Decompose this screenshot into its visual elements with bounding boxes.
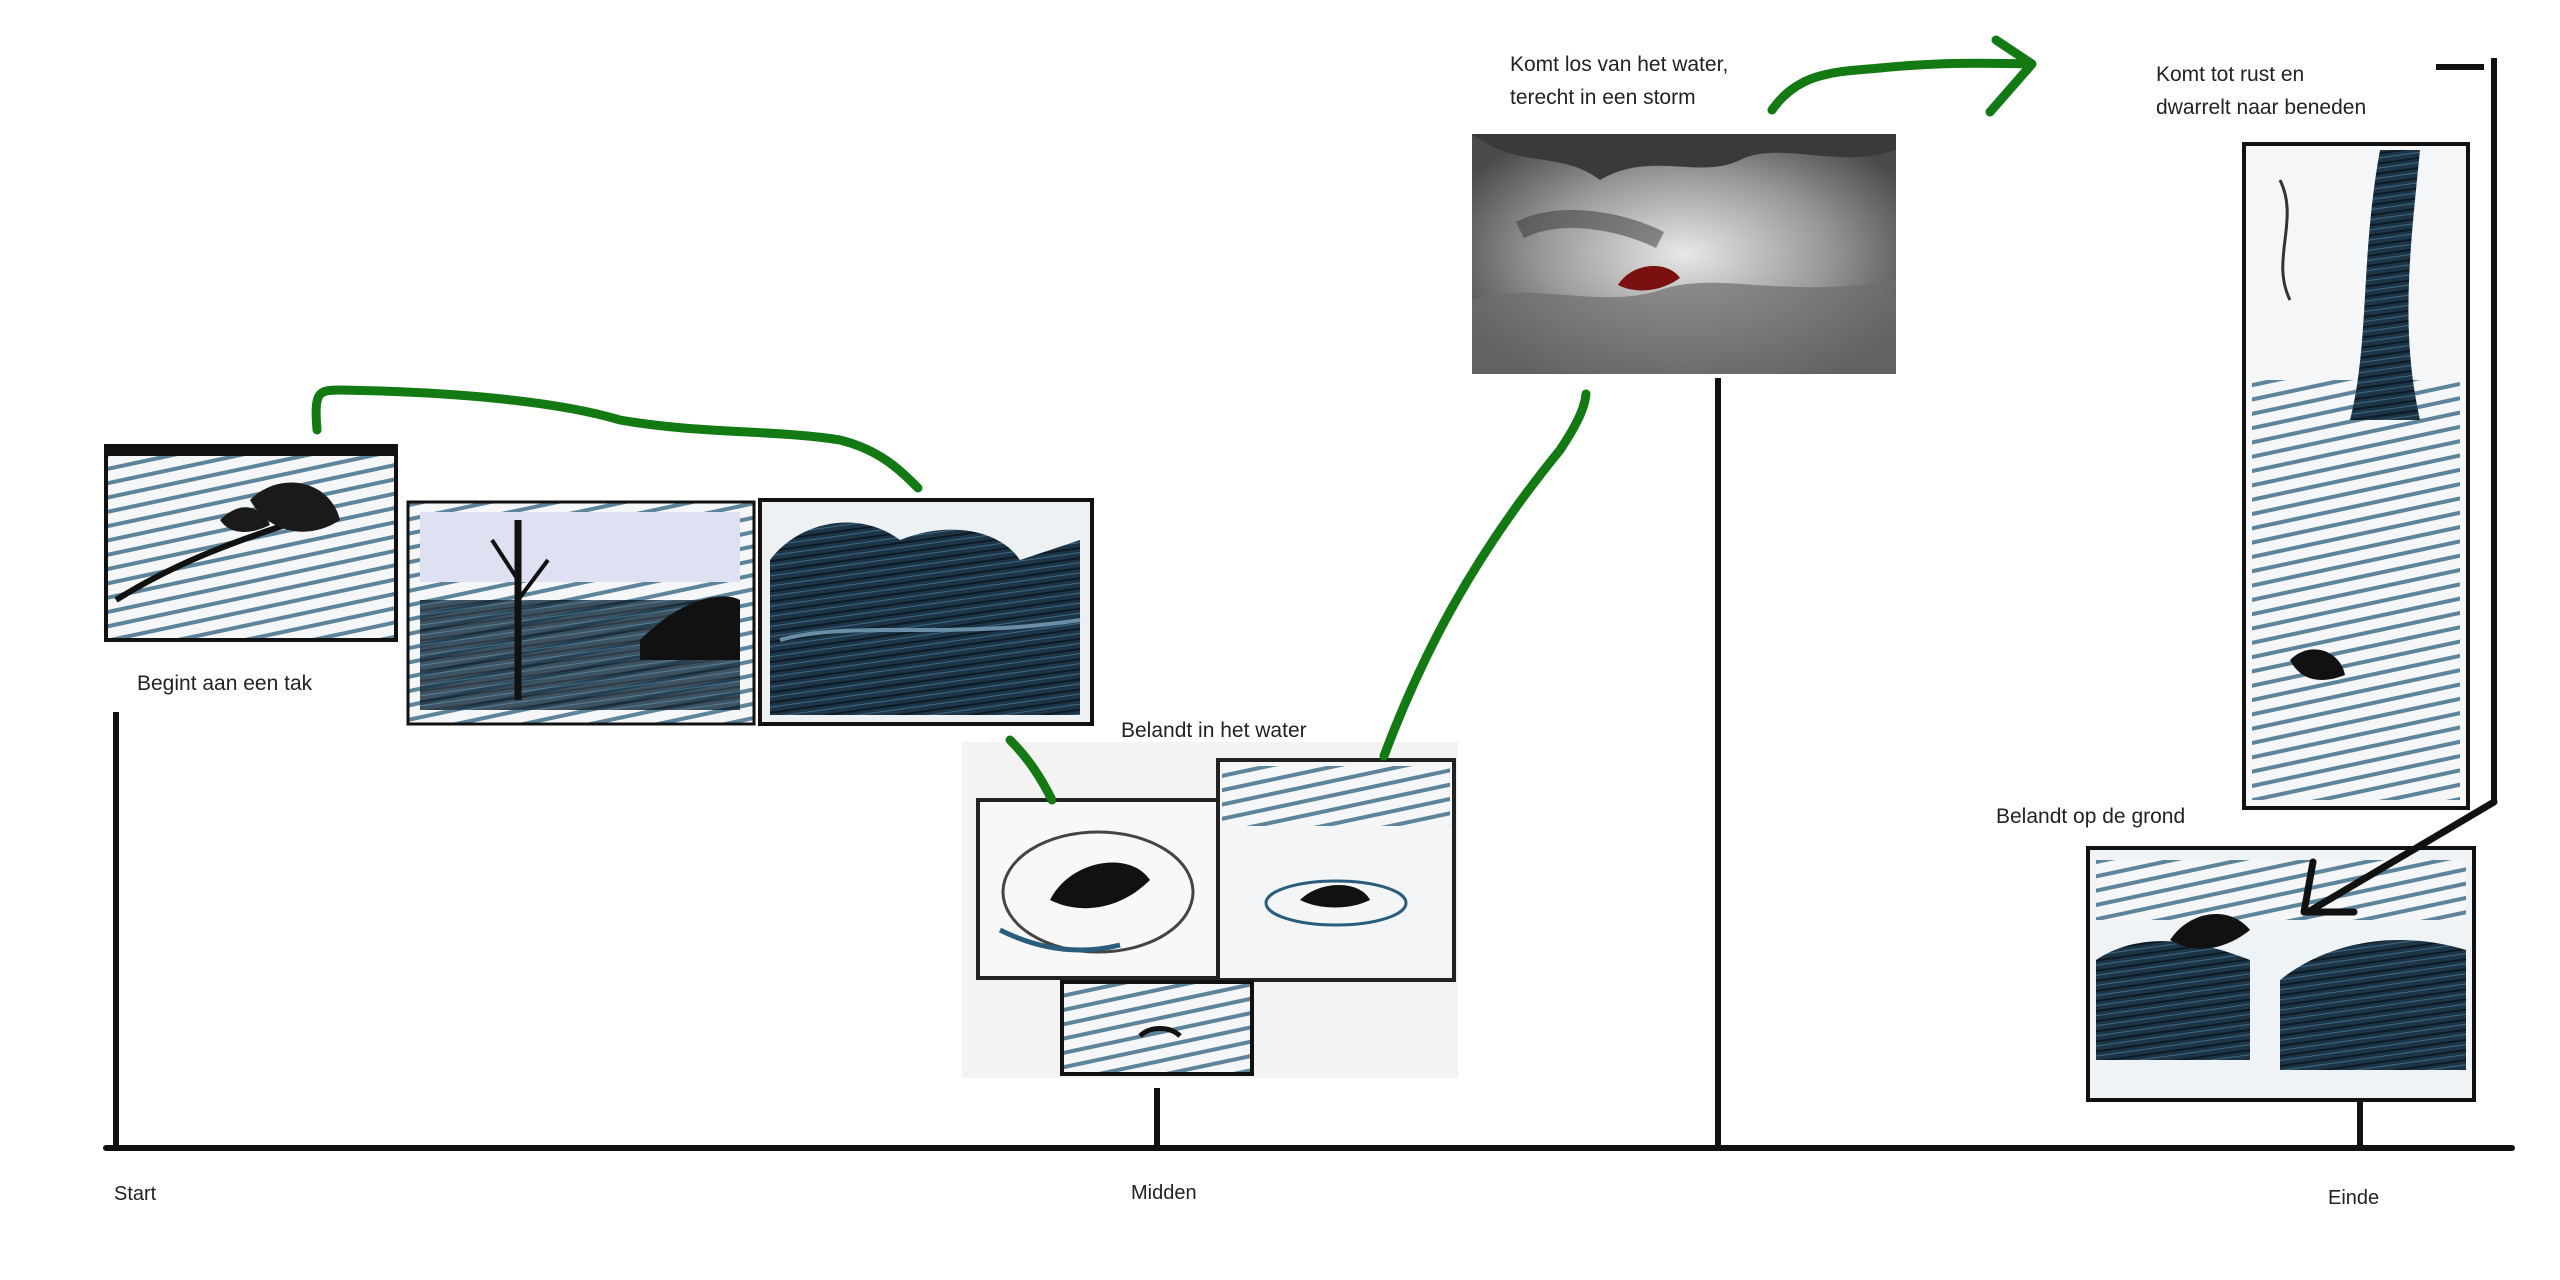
flow-arrow-branch-to-forest	[311, 385, 923, 493]
flow-arrow-forest-to-water	[1005, 735, 1057, 805]
sketch-tree-landscape	[406, 500, 756, 726]
sketch-water	[962, 742, 1458, 1078]
timeline-label-end: Einde	[2328, 1187, 2380, 1209]
caption-storm-line1: Komt los van het water,	[1510, 53, 1729, 76]
caption-storm: Komt los van het water, terecht in een s…	[1510, 48, 1728, 114]
arrow-icon	[1767, 35, 2037, 117]
flow-arrows	[311, 35, 2037, 805]
timeline-label-start: Start	[114, 1183, 157, 1205]
caption-water: Belandt in het water	[1121, 719, 1307, 742]
caption-branch: Begint aan een tak	[137, 672, 313, 695]
arrow-to-ground	[2300, 798, 2498, 916]
leaf-icon	[1618, 265, 1680, 291]
sketch-dark-forest	[758, 498, 1094, 726]
sketch-storm	[1472, 134, 1896, 374]
leaf-icon	[220, 482, 340, 532]
sketch-falling	[2242, 142, 2470, 810]
caption-ground: Belandt op de grond	[1996, 805, 2186, 828]
caption-rest-line1: Komt tot rust en	[2156, 63, 2305, 86]
sketch-branch	[104, 444, 398, 642]
caption-rest: Komt tot rust en dwarrelt naar beneden	[2156, 58, 2366, 124]
timeline	[103, 58, 2515, 1151]
tree-icon	[490, 520, 550, 700]
flow-arrow-water-to-storm	[1379, 389, 1591, 761]
sketch-ground	[2086, 846, 2476, 1102]
arrow-icon	[2304, 798, 2498, 916]
caption-storm-line2: terecht in een storm	[1510, 86, 1696, 109]
timeline-label-middle: Midden	[1131, 1182, 1197, 1204]
caption-rest-line2: dwarrelt naar beneden	[2156, 96, 2367, 119]
